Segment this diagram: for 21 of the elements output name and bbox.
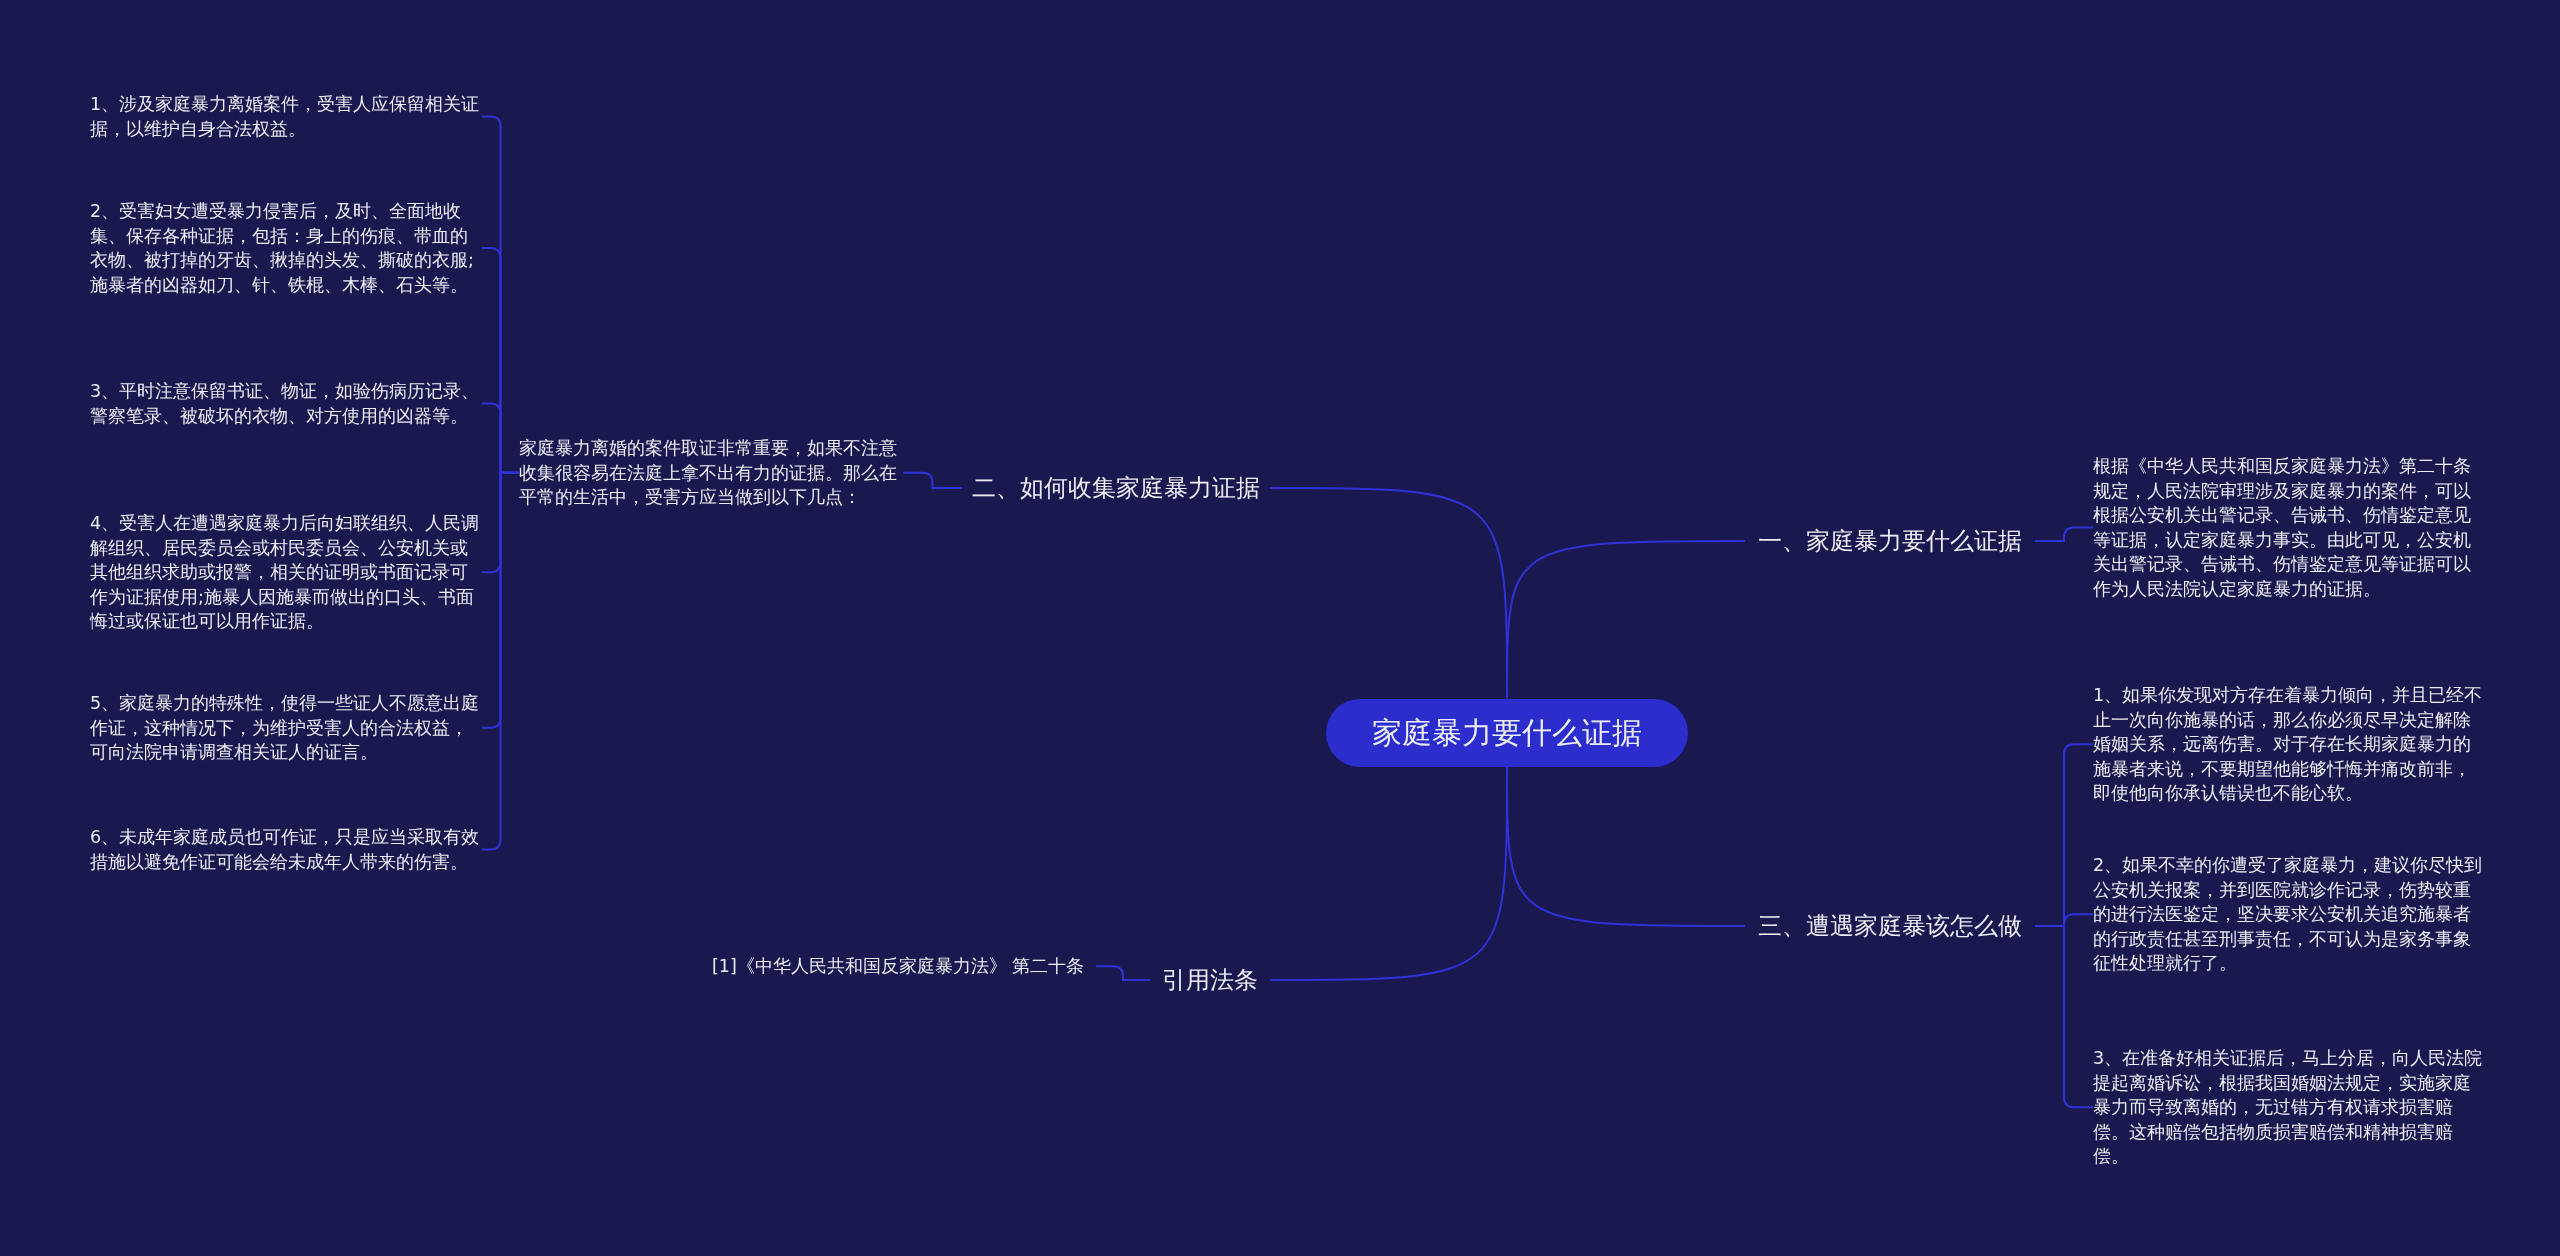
connector-line [1506, 540, 1746, 700]
connector-line [2034, 526, 2094, 542]
node-text: 引用法条 [1162, 965, 1258, 996]
node-text: 1、涉及家庭暴力离婚案件，受害人应保留相关证据，以维护自身合法权益。 [90, 93, 481, 141]
node-text: [1]《中华人民共和国反家庭暴力法》 第二十条 [712, 955, 1085, 978]
connector-line [1095, 965, 1151, 981]
node-text: 2、如果不幸的你遭受了家庭暴力，建议你尽快到公安机关报案，并到医院就诊作记录，伤势较重的进行法医鉴定，坚决要求公安机关追究施暴者的行政责任甚至刑事责任，不可认为是家务事象征性处理就行了。 [2093, 854, 2484, 975]
node-text: 3、平时注意保留书证、物证，如验伤病历记录、警察笔录、被破坏的衣物、对方使用的凶器等。 [90, 380, 481, 428]
node-text: 根据《中华人民共和国反家庭暴力法》第二十条规定，人民法院审理涉及家庭暴力的案件，可以根据公安机关出警记录、告诫书、伤情鉴定意见等证据，认定家庭暴力事实。由此可见，公安机关出警记录、告诫书、伤情鉴定意见等证据可以作为人民法院认定家庭暴力的证据。 [2093, 455, 2472, 601]
node-text: 1、如果你发现对方存在着暴力倾向，并且已经不止一次向你施暴的话，那么你必须尽早决定解除婚姻关系，远离伤害。对于存在长期家庭暴力的施暴者来说，不要期望他能够忏悔并痛改前非，即使他向你承认错误也不能心软。 [2093, 684, 2484, 805]
node-text: 三、遭遇家庭暴该怎么做 [1758, 911, 2022, 942]
node-text: 6、未成年家庭成员也可作证，只是应当采取有效措施以避免作证可能会给未成年人带来的伤害。 [90, 826, 481, 874]
connector-line [902, 471, 963, 489]
node-text: 一、家庭暴力要什么证据 [1758, 526, 2022, 557]
node-text: 5、家庭暴力的特殊性，使得一些证人不愿意出庭作证，这种情况下，为维护受害人的合法权益，可向法院申请调查相关证人的证言。 [90, 692, 481, 764]
node-text: 二、如何收集家庭暴力证据 [972, 473, 1260, 504]
node-text: 家庭暴力离婚的案件取证非常重要，如果不注意收集很容易在法庭上拿不出有力的证据。那么在平常的生活中，受害方应当做到以下几点： [519, 437, 898, 509]
node-text: 2、受害妇女遭受暴力侵害后，及时、全面地收集、保存各种证据，包括：身上的伤痕、带血的衣物、被打掉的牙齿、揪掉的头发、撕破的衣服;施暴者的凶器如刀、针、铁棍、木棒、石头等。 [90, 200, 475, 297]
node-text: 家庭暴力要什么证据 [1372, 713, 1642, 752]
node-text: 3、在准备好相关证据后，马上分居，向人民法院提起离婚诉讼，根据我国婚姻法规定，实施家庭暴力而导致离婚的，无过错方有权请求损害赔偿。这种赔偿包括物质损害赔偿和精神损害赔偿。 [2093, 1047, 2484, 1168]
node-text: 4、受害人在遭遇家庭暴力后向妇联组织、人民调解组织、居民委员会或村民委员会、公安机关或其他组织求助或报警，相关的证明或书面记录可作为证据使用;施暴人因施暴而做出的口头、书面悔过或保证也可以用作证据。 [90, 512, 481, 633]
